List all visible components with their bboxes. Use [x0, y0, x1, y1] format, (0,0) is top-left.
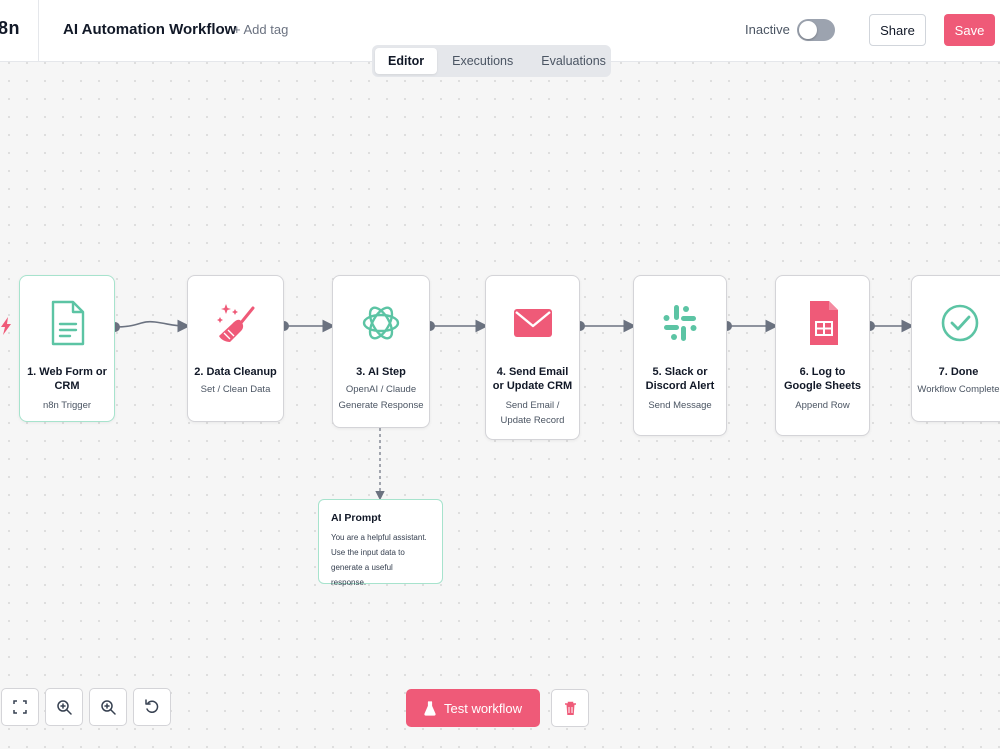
share-button[interactable]: Share: [869, 14, 926, 46]
ai-prompt-line-2: Use the input data to: [331, 548, 405, 557]
node-title: 4. Send Email or Update CRM: [492, 366, 573, 392]
save-button[interactable]: Save: [944, 14, 995, 46]
zoom-in-button[interactable]: [45, 688, 83, 726]
check-circle-icon: [941, 304, 979, 342]
fullscreen-icon: [13, 700, 27, 714]
ai-prompt-title: AI Prompt: [331, 512, 382, 524]
node-title: 2. Data Cleanup: [194, 366, 277, 378]
test-workflow-label: Test workflow: [443, 700, 523, 716]
app-logo[interactable]: 8n: [0, 18, 21, 38]
tab-editor[interactable]: Editor: [375, 48, 438, 74]
broom-icon: [216, 304, 254, 342]
node-title: 3. AI Step: [356, 366, 406, 378]
node-title: 5. Slack or Discord Alert: [645, 366, 715, 392]
node-title: 1. Web Form or CRM: [27, 366, 107, 392]
edge-1-2: [114, 319, 191, 333]
trigger-bolt-icon: [1, 317, 11, 335]
node-subtitle: n8n Trigger: [42, 400, 92, 411]
tab-evaluations[interactable]: Evaluations: [541, 54, 606, 68]
undo-icon: [145, 699, 159, 713]
header-divider: [38, 0, 39, 62]
zoom-out-button[interactable]: [89, 688, 127, 726]
node-title: 7. Done: [938, 366, 979, 378]
zoom-in-icon: [57, 700, 72, 715]
node-subtitle-2: Update Record: [500, 415, 565, 426]
openai-icon: [362, 306, 400, 340]
node-title: 6. Log to Google Sheets: [783, 366, 862, 392]
node-web-form-trigger[interactable]: 1. Web Form or CRM n8n Trigger: [19, 275, 115, 422]
view-tabs: Editor Executions Evaluations: [372, 45, 611, 77]
node-subtitle: OpenAI / Claude: [345, 384, 417, 395]
active-status-label: Inactive: [745, 22, 790, 37]
tab-executions[interactable]: Executions: [452, 54, 514, 68]
add-tag-link[interactable]: + Add tag: [233, 22, 289, 37]
test-workflow-button[interactable]: Test workflow: [406, 689, 540, 727]
node-send-email[interactable]: 4. Send Email or Update CRM Send Email /…: [485, 275, 580, 440]
flask-icon: [424, 700, 436, 716]
node-subtitle: Set / Clean Data: [200, 384, 271, 395]
slack-icon: [663, 305, 697, 341]
active-toggle[interactable]: [797, 19, 835, 41]
workflow-title[interactable]: AI Automation Workflow: [63, 21, 237, 38]
toggle-knob: [799, 21, 817, 39]
node-subtitle: Send Message: [648, 400, 712, 411]
node-done[interactable]: 7. Done Workflow Complete: [911, 275, 1000, 422]
reset-zoom-button[interactable]: [133, 688, 171, 726]
zoom-icon: [101, 700, 116, 715]
node-subtitle-2: Generate Response: [338, 400, 424, 411]
trash-icon: [564, 701, 576, 715]
document-icon: [51, 300, 85, 346]
sheets-icon: [809, 301, 838, 345]
node-slack-alert[interactable]: 5. Slack or Discord Alert Send Message: [633, 275, 727, 436]
ai-prompt-line-1: You are a helpful assistant.: [331, 533, 427, 542]
node-subtitle: Append Row: [795, 400, 850, 411]
node-ai-step[interactable]: 3. AI Step OpenAI / Claude Generate Resp…: [332, 275, 430, 428]
node-subtitle: Workflow Complete: [917, 384, 1000, 395]
delete-button[interactable]: [551, 689, 589, 727]
envelope-icon: [513, 309, 552, 337]
fit-view-button[interactable]: [1, 688, 39, 726]
ai-prompt-line-3: generate a useful response.: [331, 563, 393, 587]
node-subtitle: Send Email /: [505, 400, 560, 411]
node-data-cleanup[interactable]: 2. Data Cleanup Set / Clean Data: [187, 275, 284, 422]
node-google-sheets[interactable]: 6. Log to Google Sheets Append Row: [775, 275, 870, 436]
ai-prompt-node[interactable]: AI Prompt You are a helpful assistant. U…: [318, 499, 443, 587]
